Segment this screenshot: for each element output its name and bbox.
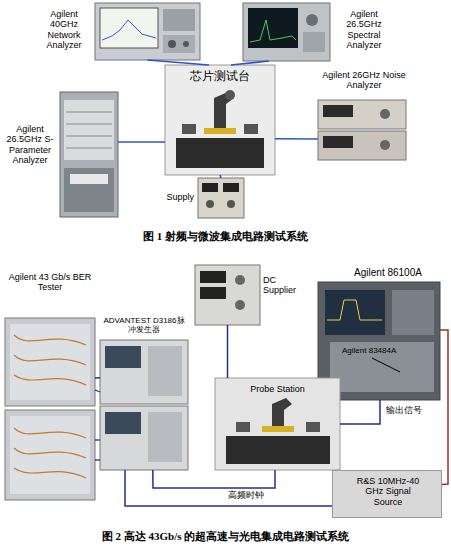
instrument-box: Agilent 26GHz Noise Analyzer	[318, 100, 406, 160]
test-station-box: Probe Station	[215, 378, 340, 470]
s-parameter-analyzer-photo	[60, 92, 118, 217]
instrument-label: 芯片测试台	[165, 70, 275, 84]
instrument-box: ADVANTEST D3186脉冲发生器	[100, 340, 188, 470]
instrument-box: Agilent 26.5GHz Spectral Analyzer	[243, 3, 330, 61]
signal-source-box: R&S 10MHz-40 GHz Signal Source	[332, 470, 442, 518]
pulse-generator-photo	[100, 340, 188, 470]
cable-line	[125, 470, 332, 506]
instrument-label: ADVANTEST D3186脉冲发生器	[100, 316, 188, 334]
network-analyzer-photo	[95, 3, 200, 60]
dc-supplier-photo	[195, 265, 260, 325]
chip-test-station-photo	[165, 65, 275, 175]
figure-caption: 图 1 射频与微波集成电路测试系统	[143, 230, 308, 243]
supply-photo	[198, 178, 244, 218]
probe-station-photo	[215, 378, 340, 470]
module-label: Agilent 83484A	[342, 346, 396, 355]
noise-analyzer-photo	[318, 100, 406, 160]
instrument-label: Agilent 26.5GHz Spectral Analyzer	[333, 9, 395, 50]
instrument-label: R&S 10MHz-40 GHz Signal Source	[351, 476, 425, 507]
instrument-box: Agilent 40GHz Network Analyzer	[95, 3, 200, 60]
cable-line	[220, 175, 221, 178]
cable-line	[440, 330, 448, 484]
instrument-label: Agilent 86100A	[336, 267, 440, 279]
instrument-label: DC Supplier	[263, 275, 307, 296]
extra-cables	[95, 390, 100, 460]
cable-line	[153, 470, 275, 488]
figure-caption: 图 2 高达 43Gb/s 的超高速与光电集成电路测试系统	[102, 530, 350, 543]
instrument-label: Supply	[152, 192, 194, 202]
signal-label: 输出信号	[386, 405, 422, 415]
instrument-box: DC Supplier	[195, 265, 260, 325]
cable-line	[231, 61, 269, 65]
cable-line	[148, 60, 210, 65]
signal-label: 高频时钟	[228, 490, 264, 500]
instrument-label: Agilent 43 Gb/s BER Tester	[7, 272, 93, 293]
instrument-box: Agilent 26.5GHz S-Parameter Analyzer	[60, 92, 118, 217]
cable-line	[275, 138, 318, 140]
test-station-box: 芯片测试台	[165, 65, 275, 175]
cable-line	[340, 400, 380, 424]
instrument-label: Agilent 26GHz Noise Analyzer	[322, 70, 406, 91]
cable-line	[118, 141, 165, 143]
instrument-box: Agilent 86100A	[318, 282, 440, 400]
instrument-box: Supply	[198, 178, 244, 218]
cable-line	[95, 377, 100, 379]
instrument-box: Agilent 43 Gb/s BER Tester	[5, 318, 95, 500]
spectrum-analyzer-photo	[243, 3, 330, 61]
instrument-label: Agilent 26.5GHz S-Parameter Analyzer	[2, 124, 58, 165]
ber-tester-photo	[5, 318, 95, 500]
cable-line	[227, 325, 229, 378]
instrument-label: Probe Station	[235, 384, 320, 394]
instrument-label: Agilent 40GHz Network Analyzer	[37, 9, 91, 50]
